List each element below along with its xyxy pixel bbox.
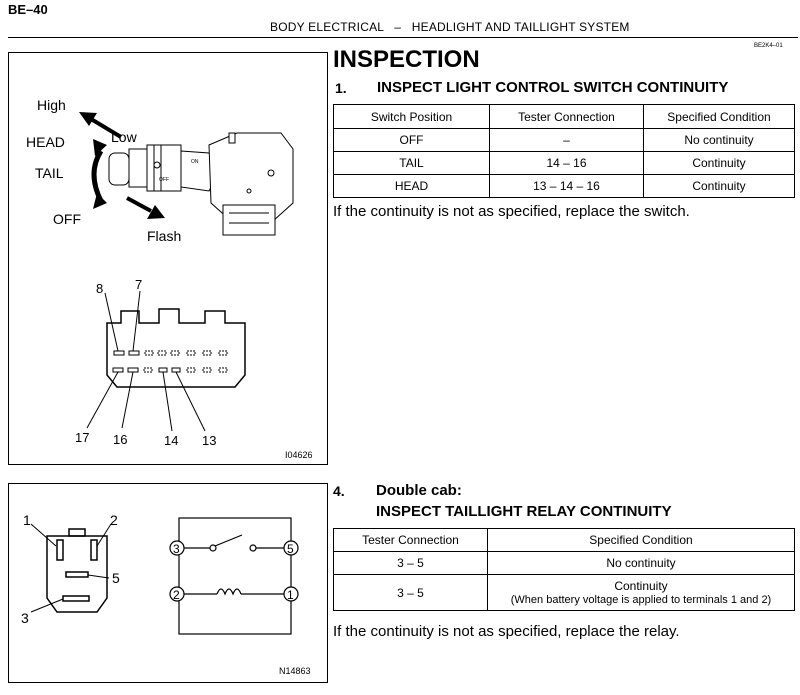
- high-arrow: [79, 112, 123, 139]
- relay-label-2: 2: [110, 512, 118, 528]
- header-title: BODY ELECTRICAL – HEADLIGHT AND TAILLIGH…: [270, 20, 630, 34]
- doc-code: BE2K4–01: [754, 43, 783, 49]
- header-rule: [8, 37, 798, 38]
- switch-stalk: ON OFF: [108, 144, 220, 192]
- relay-label-1: 1: [23, 512, 31, 528]
- table-row: TAIL 14 – 16 Continuity: [333, 151, 795, 175]
- figure2-code: N14863: [279, 666, 311, 676]
- section-title: INSPECTION: [333, 46, 480, 73]
- step1-number: 1.: [335, 80, 347, 96]
- figure1-code: I04626: [285, 450, 313, 460]
- table-cell: 3 – 5: [333, 551, 488, 575]
- schematic-label-1: 1: [287, 588, 294, 602]
- table-header-cell: Switch Position: [333, 104, 490, 129]
- terminal-label-8: 8: [96, 281, 103, 296]
- table-row: 3 – 5 No continuity: [333, 551, 795, 575]
- terminal-label-7: 7: [135, 277, 142, 292]
- table-header-cell: Tester Connection: [333, 528, 488, 552]
- schematic-label-2: 2: [173, 588, 180, 602]
- label-flash: Flash: [147, 228, 181, 244]
- relay-label-3: 3: [21, 610, 29, 626]
- label-tail: TAIL: [35, 165, 64, 181]
- step4-title: INSPECT TAILLIGHT RELAY CONTINUITY: [376, 503, 672, 520]
- step4-number: 4.: [333, 483, 345, 499]
- relay-leader-lines: [30, 523, 112, 613]
- table-cell: No continuity: [487, 551, 795, 575]
- page-number: BE–40: [8, 2, 48, 17]
- stalk-mark-on: ON: [191, 159, 199, 165]
- switch-illustration: High Low HEAD TAIL OFF Flash: [26, 97, 313, 460]
- table-cell: –: [489, 128, 644, 152]
- table-cell: Continuity: [643, 151, 795, 175]
- switch-continuity-table: Switch Position Tester Connection Specif…: [333, 104, 795, 198]
- step1-title: INSPECT LIGHT CONTROL SWITCH CONTINUITY: [377, 79, 729, 96]
- table-row: OFF – No continuity: [333, 128, 795, 152]
- table-row: 3 – 5 Continuity (When battery voltage i…: [333, 574, 795, 611]
- terminal-label-14: 14: [164, 433, 178, 448]
- label-high: High: [37, 97, 66, 113]
- step4-note: If the continuity is not as specified, r…: [333, 623, 680, 640]
- relay-body: [46, 528, 108, 613]
- switch-figure: High Low HEAD TAIL OFF Flash: [8, 52, 328, 465]
- schematic-label-5: 5: [287, 542, 294, 556]
- table-header-row: Tester Connection Specified Condition: [333, 528, 795, 552]
- relay-illustration: 1 2 5 3 3 5 2 1 N14863: [21, 512, 311, 676]
- step4-subtitle: Double cab:: [376, 482, 462, 499]
- table-cell: OFF: [333, 128, 490, 152]
- rotation-arrow: [91, 139, 107, 209]
- label-head: HEAD: [26, 134, 65, 150]
- table-row: HEAD 13 – 14 – 16 Continuity: [333, 174, 795, 198]
- terminal-label-17: 17: [75, 430, 89, 445]
- connector-diagram: [106, 308, 246, 388]
- table-header-cell: Tester Connection: [489, 104, 644, 129]
- schematic-label-3: 3: [173, 542, 180, 556]
- table-header-cell: Specified Condition: [643, 104, 795, 129]
- relay-schematic: [169, 517, 299, 635]
- label-off: OFF: [53, 211, 81, 227]
- table-cell: TAIL: [333, 151, 490, 175]
- relay-label-5: 5: [112, 570, 120, 586]
- terminal-label-13: 13: [202, 433, 216, 448]
- table-cell: No continuity: [643, 128, 795, 152]
- condition-qualifier: (When battery voltage is applied to term…: [510, 593, 772, 606]
- connector-terminals-top: [113, 350, 228, 356]
- step1-note: If the continuity is not as specified, r…: [333, 203, 690, 220]
- table-cell: 3 – 5: [333, 574, 488, 611]
- table-header-cell: Specified Condition: [487, 528, 795, 552]
- stalk-mark-off: OFF: [159, 177, 169, 183]
- connector-terminals-bottom: [112, 367, 228, 373]
- relay-continuity-table: Tester Connection Specified Condition 3 …: [333, 528, 795, 611]
- table-header-row: Switch Position Tester Connection Specif…: [333, 104, 795, 129]
- terminal-label-16: 16: [113, 432, 127, 447]
- table-cell: Continuity: [643, 174, 795, 198]
- switch-body: [208, 132, 294, 236]
- relay-figure: 1 2 5 3 3 5 2 1 N14863: [8, 483, 328, 683]
- table-cell: HEAD: [333, 174, 490, 198]
- table-cell: Continuity (When battery voltage is appl…: [487, 574, 795, 611]
- terminal-leader-lines: [86, 290, 206, 432]
- condition-text: Continuity: [614, 578, 668, 593]
- table-cell: 14 – 16: [489, 151, 644, 175]
- table-cell: 13 – 14 – 16: [489, 174, 644, 198]
- flash-arrow: [126, 196, 165, 219]
